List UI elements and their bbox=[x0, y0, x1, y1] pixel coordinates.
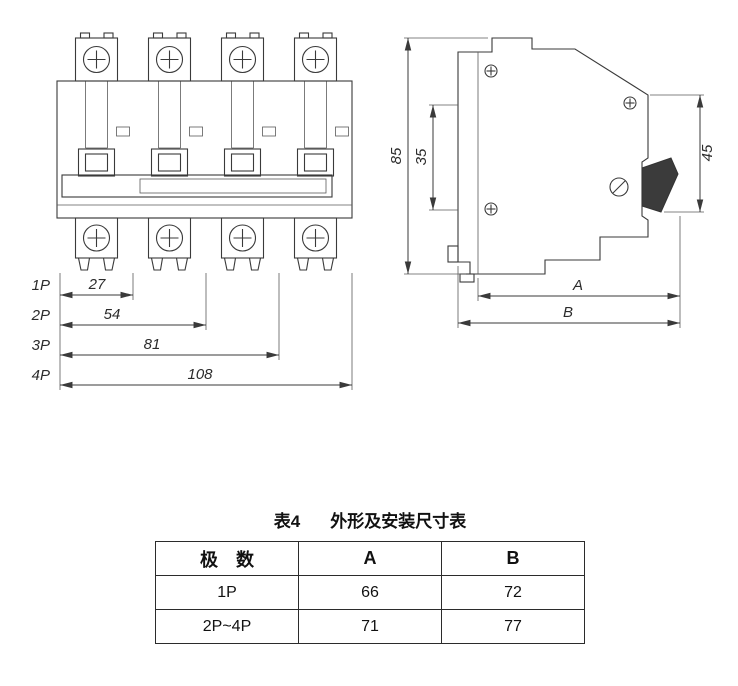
table-caption-title: 外形及安装尺寸表 bbox=[330, 512, 467, 531]
phillips-screw-icon bbox=[623, 96, 637, 110]
front-dim-81: 81 bbox=[144, 336, 161, 353]
slotted-screw-icon bbox=[609, 177, 629, 197]
phillips-screw-icon bbox=[484, 202, 498, 216]
table-caption: 表4 外形及安装尺寸表 bbox=[155, 507, 585, 532]
side-dim-45: 45 bbox=[699, 144, 716, 161]
phillips-screw-icon bbox=[155, 45, 184, 74]
side-dim-85: 85 bbox=[388, 147, 405, 164]
side-dim-a: A bbox=[572, 277, 583, 294]
side-dim-b: B bbox=[563, 304, 573, 321]
pole-label-2p: 2P bbox=[31, 307, 50, 324]
dimension-table-section: 表4 外形及安装尺寸表 极 数 A B 1P 66 72 2P~4P 71 bbox=[155, 507, 585, 644]
phillips-screw-icon bbox=[228, 224, 257, 252]
col-header-poles: 极 数 bbox=[155, 541, 299, 576]
pole-label-3p: 3P bbox=[32, 337, 50, 354]
din-clip bbox=[447, 245, 459, 263]
outline-dimension-drawing: 27 54 81 108 1P 2P 3P 4P bbox=[31, 32, 716, 390]
side-dim-35: 35 bbox=[413, 148, 430, 165]
front-dim-54: 54 bbox=[104, 306, 121, 323]
phillips-screw-icon bbox=[82, 224, 111, 252]
phillips-screw-icon bbox=[301, 45, 330, 74]
breaker-housing bbox=[56, 80, 353, 219]
pole-module bbox=[74, 32, 130, 271]
cell-poles: 1P bbox=[155, 575, 299, 610]
phillips-screw-icon bbox=[301, 224, 330, 252]
table-row: 1P 66 72 bbox=[155, 575, 585, 610]
cell-b: 72 bbox=[441, 575, 585, 610]
phillips-screw-icon bbox=[484, 64, 498, 78]
mounting-foot bbox=[459, 273, 475, 283]
table-caption-number: 表4 bbox=[273, 512, 301, 531]
phillips-screw-icon bbox=[82, 45, 111, 74]
cell-a: 71 bbox=[298, 609, 442, 644]
toggle-handle bbox=[641, 157, 679, 213]
cell-a: 66 bbox=[298, 575, 442, 610]
phillips-screw-icon bbox=[228, 45, 257, 74]
cell-poles: 2P~4P bbox=[155, 609, 299, 644]
pole-module bbox=[147, 32, 203, 271]
front-dimensions: 27 54 81 108 1P 2P 3P 4P bbox=[31, 273, 353, 390]
pole-module bbox=[220, 32, 276, 271]
col-header-a: A bbox=[298, 541, 442, 576]
front-view-drawing: 27 54 81 108 1P 2P 3P 4P bbox=[31, 32, 353, 390]
side-view-drawing: 85 35 45 A B bbox=[388, 37, 716, 328]
table-header-row: 极 数 A B bbox=[155, 541, 585, 576]
dimension-table: 极 数 A B 1P 66 72 2P~4P 71 77 bbox=[155, 541, 585, 644]
cell-b: 77 bbox=[441, 609, 585, 644]
front-dim-27: 27 bbox=[88, 276, 106, 293]
pole-label-4p: 4P bbox=[32, 367, 50, 384]
side-dimensions: 85 35 45 A B bbox=[388, 37, 716, 328]
table-row: 2P~4P 71 77 bbox=[155, 609, 585, 644]
col-header-b: B bbox=[441, 541, 585, 576]
pole-label-1p: 1P bbox=[32, 277, 50, 294]
phillips-screw-icon bbox=[155, 224, 184, 252]
front-dim-108: 108 bbox=[187, 366, 213, 383]
pole-module bbox=[293, 32, 349, 271]
